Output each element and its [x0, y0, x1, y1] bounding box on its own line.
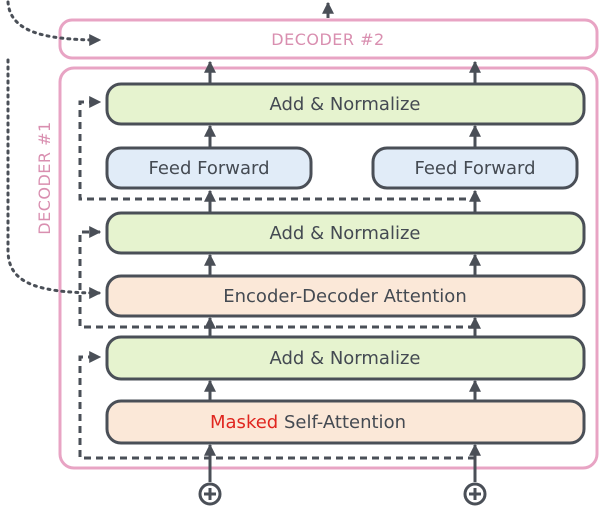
add-normalize-middle-label: Add & Normalize [270, 223, 421, 244]
encoder-to-attention-dotted-arrow [6, 58, 102, 299]
flow-arrows [204, 60, 481, 482]
feed-forward-left-block: Feed Forward [105, 146, 313, 190]
plus-circle-icon [463, 482, 487, 506]
encoder-to-decoder2-dotted-arrow [6, 0, 102, 46]
masked-self-attention-block: Masked Self-Attention [105, 399, 586, 445]
add-normalize-bottom-block: Add & Normalize [105, 335, 586, 381]
add-normalize-bottom-label: Add & Normalize [270, 348, 421, 369]
plus-circle-icon [198, 482, 222, 506]
decoder-1-label: DECODER #1 [35, 121, 54, 234]
feed-forward-right-block: Feed Forward [371, 146, 579, 190]
self-attention-text: Self-Attention [278, 412, 406, 433]
masked-self-attention-label: Masked Self-Attention [210, 412, 406, 433]
residual-connections [78, 96, 477, 460]
feed-forward-right-label: Feed Forward [414, 158, 535, 179]
add-normalize-top-label: Add & Normalize [270, 94, 421, 115]
encoder-decoder-attention-block: Encoder-Decoder Attention [105, 274, 586, 318]
encoder-decoder-attention-label: Encoder-Decoder Attention [223, 286, 466, 307]
feed-forward-left-label: Feed Forward [148, 158, 269, 179]
masked-prefix: Masked [210, 412, 278, 433]
add-normalize-middle-block: Add & Normalize [105, 211, 586, 255]
decoder-2-label: DECODER #2 [271, 30, 384, 49]
add-normalize-top-block: Add & Normalize [105, 82, 586, 126]
